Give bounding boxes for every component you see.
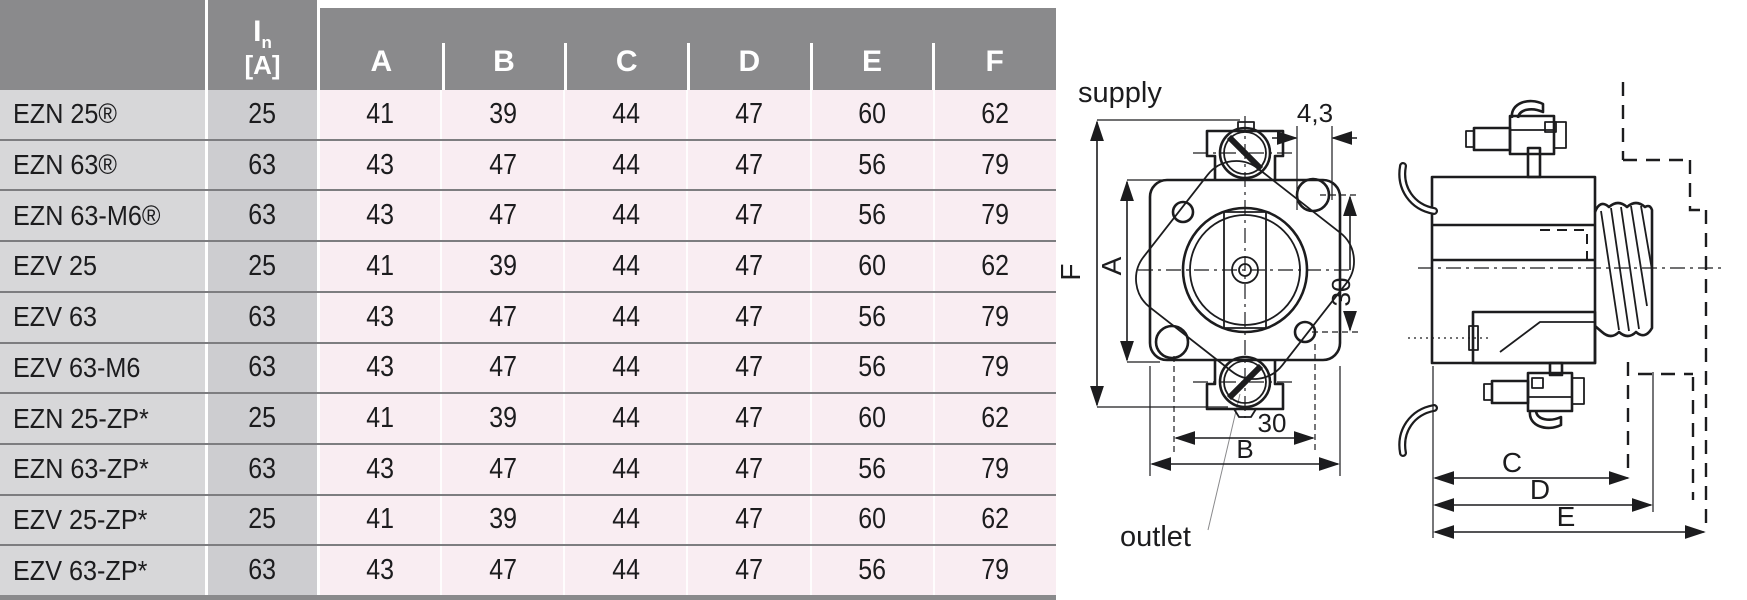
dim-label-30-right: 30	[1326, 278, 1356, 307]
table-row: EZN 63-M6® 63 43 47 44 47 56 79	[0, 191, 1056, 243]
front-dim-30-bottom: 30	[1173, 344, 1316, 452]
table-header: In [A] A B C D E F	[0, 0, 1056, 90]
side-bottom-terminal	[1483, 361, 1585, 430]
table-row: EZV 63-ZP* 63 43 47 44 47 56 79	[0, 546, 1056, 596]
front-center-ring-outer	[1181, 206, 1309, 334]
side-dim-c: C	[1432, 366, 1630, 538]
dim-label-43: 4,3	[1297, 98, 1333, 128]
front-body-outline	[1148, 178, 1342, 362]
header-in-unit: [A]	[244, 50, 281, 81]
supply-label: supply	[1078, 77, 1162, 109]
dim-label-f: F	[1055, 263, 1086, 280]
front-bottom-terminal	[1193, 355, 1297, 418]
header-col-f: F	[932, 8, 1056, 90]
table-row: EZV 25 25 41 39 44 47 60 62	[0, 242, 1056, 293]
front-dim-f: F	[1055, 119, 1240, 408]
side-spring-clips	[1398, 162, 1438, 457]
dim-label-30-bottom: 30	[1258, 408, 1287, 438]
header-col-a: A	[370, 45, 393, 78]
dim-label-d: D	[1530, 474, 1550, 505]
front-dim-30-right: 30	[1312, 194, 1358, 333]
side-view-drawing: C D E	[1398, 82, 1722, 539]
front-hole-bottom-left	[1154, 324, 1190, 360]
header-col-c: C	[564, 8, 688, 90]
side-body	[1408, 175, 1597, 365]
header-in-cell: In [A]	[205, 0, 317, 90]
front-center-hole-outer	[1231, 256, 1259, 284]
header-in-symbol: In	[253, 15, 272, 53]
table-row: EZN 25® 25 41 39 44 47 60 62	[0, 90, 1056, 141]
front-carrier-slot	[1223, 211, 1267, 329]
table-row: EZV 63 63 43 47 44 47 56 79	[0, 292, 1056, 344]
header-col-e: E	[809, 8, 934, 90]
side-threaded-bushing	[1593, 201, 1654, 338]
side-panel-dashed	[1621, 82, 1708, 532]
header-name-cell	[0, 0, 205, 90]
front-dim-43: 4,3	[1272, 98, 1357, 210]
front-dim-a: A	[1096, 179, 1176, 363]
header-col-d: D	[687, 8, 811, 90]
dimension-table: In [A] A B C D E F EZN 25® 25 41 39 44 4…	[0, 0, 1056, 600]
header-dimension-columns: A B C D E F	[317, 8, 1056, 90]
table-body: EZN 25® 25 41 39 44 47 60 62 EZN 63® 63 …	[0, 90, 1056, 596]
table-bottom-bar	[0, 595, 1056, 600]
dim-label-b: B	[1236, 434, 1253, 464]
dim-label-c: C	[1502, 447, 1522, 478]
table-row: EZV 63-M6 63 43 47 44 47 56 79	[0, 343, 1056, 395]
dim-label-e: E	[1557, 501, 1576, 532]
front-dim-b: B	[1149, 366, 1341, 476]
front-hole-top-left	[1171, 200, 1195, 224]
front-center-ring-inner	[1189, 214, 1301, 326]
table-row: EZN 63-ZP* 63 43 47 44 47 56 79	[0, 444, 1056, 496]
front-view-drawing: supply outlet	[1055, 77, 1358, 553]
side-dim-d: D	[1433, 372, 1654, 512]
table-row: EZV 25-ZP* 25 41 39 44 47 60 62	[0, 495, 1056, 547]
table-row: EZN 63® 63 43 47 44 47 56 79	[0, 140, 1056, 192]
dim-label-a: A	[1096, 256, 1127, 275]
outlet-leader-line	[1207, 393, 1241, 531]
header-col-b: B	[441, 8, 566, 90]
side-top-terminal	[1465, 99, 1567, 179]
outlet-label: outlet	[1120, 521, 1191, 553]
front-top-terminal	[1193, 121, 1297, 180]
table-row: EZN 25-ZP* 25 41 39 44 47 60 62	[0, 394, 1056, 445]
side-dim-e: E	[1433, 501, 1706, 539]
front-center-hole-inner	[1238, 263, 1252, 277]
